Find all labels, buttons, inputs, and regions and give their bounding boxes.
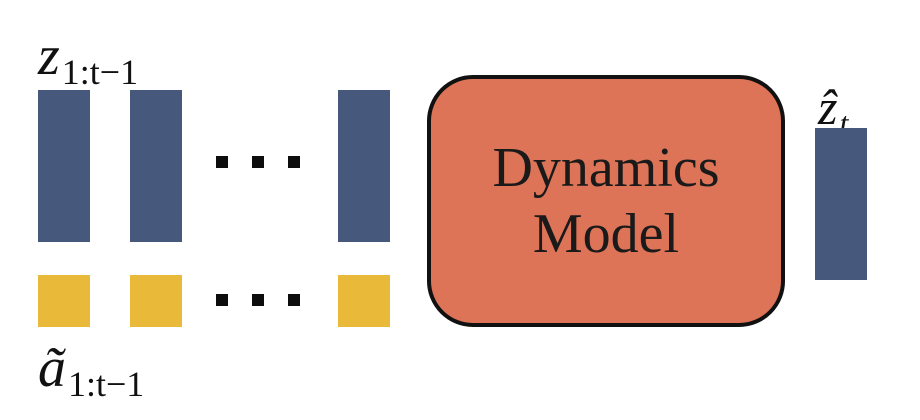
ellipsis-dot xyxy=(288,294,300,306)
latent-history-label: z1:t−1 xyxy=(38,28,138,90)
action-history-label: ã1:t−1 xyxy=(38,340,144,402)
ellipsis-dot xyxy=(252,294,264,306)
predicted-latent-bar xyxy=(815,128,867,280)
dynamics-model-box: Dynamics Model xyxy=(427,75,785,327)
ellipsis-dot xyxy=(252,156,264,168)
latent-bar-2 xyxy=(130,90,182,242)
predicted-latent-symbol: ẑ xyxy=(818,79,838,135)
action-square-last xyxy=(338,275,390,327)
model-title-line2: Model xyxy=(532,203,680,265)
predicted-latent-subscript: t xyxy=(839,105,849,141)
predicted-latent-label: ẑt xyxy=(818,82,848,139)
ellipsis-dot xyxy=(288,156,300,168)
action-history-subscript: 1:t−1 xyxy=(68,364,145,404)
model-title-line1: Dynamics xyxy=(492,136,720,199)
ellipsis-dot xyxy=(216,294,228,306)
latent-history-symbol: z xyxy=(38,25,60,87)
latent-history-subscript: 1:t−1 xyxy=(61,52,139,92)
action-square-1 xyxy=(38,275,90,327)
action-history-symbol: ã xyxy=(38,337,66,399)
ellipsis-dot xyxy=(216,156,228,168)
latent-bar-last xyxy=(338,90,390,242)
latent-bar-1 xyxy=(38,90,90,242)
action-square-2 xyxy=(130,275,182,327)
